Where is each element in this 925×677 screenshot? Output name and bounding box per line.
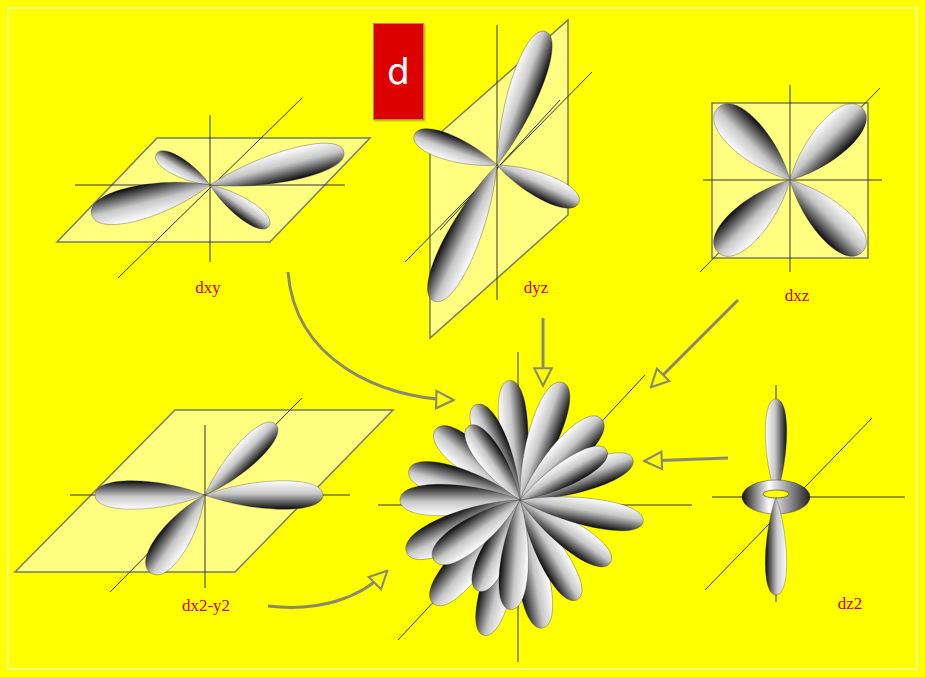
- orbital-lobe: [205, 481, 323, 510]
- title-letter: d: [387, 51, 410, 92]
- orbital-lobe: [705, 95, 803, 193]
- orbital-label: dxz: [785, 286, 810, 306]
- orbital-lobe: [765, 497, 786, 595]
- coordinate-axis: [205, 425, 206, 588]
- combine-arrow: [268, 572, 386, 607]
- coordinate-axis: [405, 72, 592, 262]
- orbital-lobe: [418, 158, 512, 308]
- orbital-lobe: [496, 499, 534, 611]
- orbital-lobe: [138, 486, 218, 582]
- coordinate-axis: [700, 88, 880, 272]
- title-box: d: [373, 23, 424, 120]
- orbital-lobe: [95, 481, 205, 510]
- combine-arrow: [542, 318, 545, 384]
- orbital-label: dz2: [838, 594, 863, 614]
- combine-arrow: [288, 272, 452, 400]
- orbital-lobe: [87, 168, 214, 231]
- orbital-lobe: [777, 167, 875, 265]
- orbital-lobe: [206, 136, 347, 200]
- orbital-lobe: [514, 439, 613, 511]
- orbital-label: dx2-y2: [182, 596, 230, 616]
- orbital-lobe: [458, 419, 531, 507]
- inner-frame: [8, 8, 917, 669]
- coordinate-axis: [398, 375, 645, 640]
- orbital-lobe: [705, 167, 803, 265]
- coordinate-axis: [703, 180, 882, 181]
- orbital-lobe: [482, 26, 560, 170]
- orbital-lobe: [410, 123, 501, 177]
- orbital-lobe: [492, 153, 584, 214]
- orbital-plane: [15, 410, 393, 572]
- orbital-lobe: [777, 95, 875, 193]
- orbital-label: dxy: [195, 278, 221, 298]
- combine-arrow: [646, 458, 728, 461]
- coordinate-axis: [705, 418, 872, 590]
- combine-arrow: [652, 300, 738, 386]
- orbital-label: dyz: [524, 278, 549, 298]
